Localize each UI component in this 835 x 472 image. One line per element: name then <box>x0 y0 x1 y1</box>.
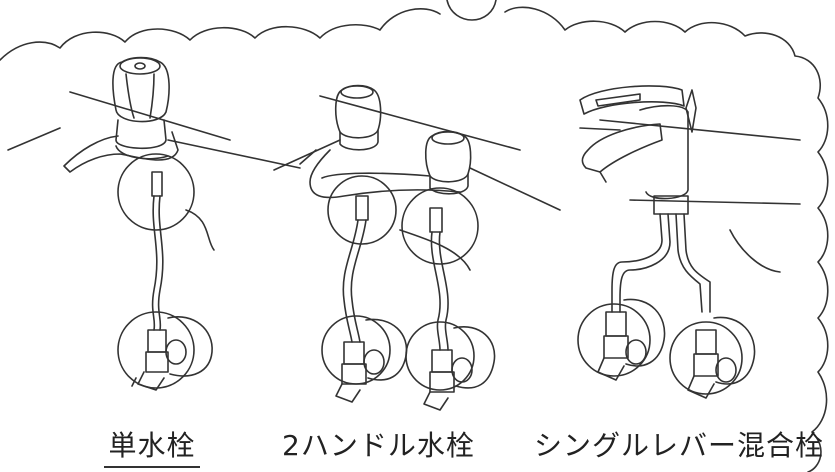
cloud-border <box>0 6 829 472</box>
caption-single-lever-faucet: シングルレバー混合栓 <box>534 429 825 462</box>
single-faucet <box>7 56 301 391</box>
caption-two-handle-faucet: 2ハンドル水栓 <box>282 429 475 462</box>
top-badge-arc <box>446 0 497 21</box>
single-lever-faucet <box>577 85 801 399</box>
two-handle-faucet <box>273 84 561 411</box>
caption-single-faucet: 単水栓 <box>104 424 200 468</box>
